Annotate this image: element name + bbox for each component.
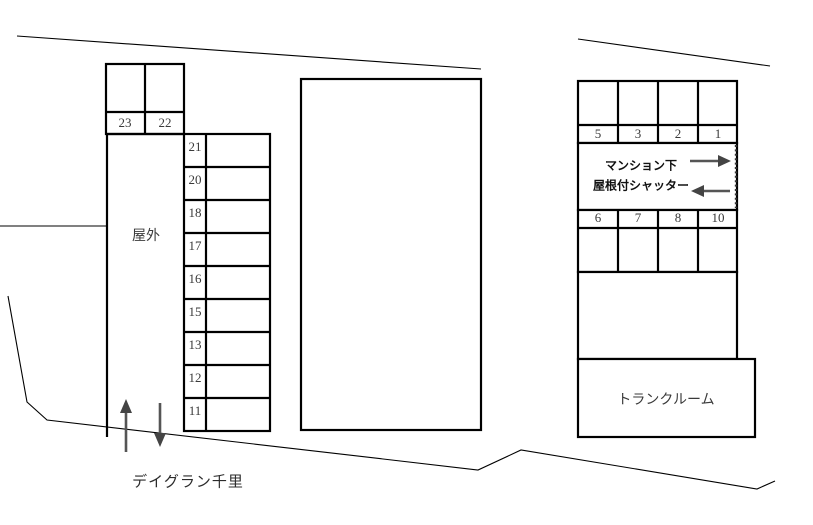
stall-number-23: 23 <box>119 115 132 130</box>
site-name-label: デイグラン千里 <box>132 473 244 491</box>
stall-number-21: 21 <box>189 139 202 154</box>
shutter-label-line1: マンション下 <box>605 159 677 173</box>
stall-number-5: 5 <box>595 126 602 141</box>
covered-shutter-driveway: マンション下 屋根付シャッター <box>576 141 739 212</box>
stall-number-12: 12 <box>189 370 202 385</box>
shutter-label-line2: 屋根付シャッター <box>593 178 689 193</box>
stall-number-3: 3 <box>635 126 642 141</box>
stall-number-11: 11 <box>189 403 202 418</box>
right-bottom-stalls: 6 7 8 10 <box>576 208 739 274</box>
stall-number-20: 20 <box>189 172 202 187</box>
stall-number-16: 16 <box>189 271 203 286</box>
shutter-driveway-outline <box>576 141 739 212</box>
trunk-room-outline <box>576 357 757 439</box>
up-arrow-icon <box>120 399 132 413</box>
right-courtyard-outline <box>576 270 739 361</box>
boundary-left-lower <box>7 295 776 490</box>
entrance-arrows <box>120 399 166 452</box>
right-arrow-icon <box>718 155 731 167</box>
stall-number-1: 1 <box>715 126 722 141</box>
left-stall-column: 21 20 18 17 16 15 13 12 11 <box>182 132 272 433</box>
stall-number-10: 10 <box>712 210 725 225</box>
right-parking-section: 5 3 2 1 マンション下 屋根付シャッター <box>576 79 757 439</box>
stall-number-22: 22 <box>159 115 172 130</box>
stall-number-2: 2 <box>675 126 682 141</box>
left-arrow-icon <box>691 185 704 197</box>
trunk-room: トランクルーム <box>576 357 757 439</box>
right-lower-courtyard <box>576 270 739 361</box>
right-top-stalls: 5 3 2 1 <box>576 79 739 145</box>
left-upper-stalls: 23 22 <box>104 62 186 136</box>
down-arrow-icon <box>154 433 166 447</box>
outdoor-label: 屋外 <box>132 228 160 244</box>
stall-number-8: 8 <box>675 210 682 225</box>
center-building <box>299 77 483 432</box>
stall-number-17: 17 <box>189 238 203 253</box>
stall-number-13: 13 <box>189 337 202 352</box>
boundary-top-right <box>577 38 771 67</box>
boundary-top-left <box>16 35 482 70</box>
outdoor-area: 屋外 <box>105 132 184 437</box>
stall-number-15: 15 <box>189 304 202 319</box>
stall-number-6: 6 <box>595 210 602 225</box>
stall-column-outline <box>182 132 272 433</box>
stall-number-18: 18 <box>189 205 202 220</box>
center-building-outline <box>299 77 483 432</box>
trunk-room-label: トランクルーム <box>617 392 714 408</box>
stall-number-7: 7 <box>635 210 642 225</box>
site-boundary-lines <box>0 35 776 490</box>
left-parking-section: 23 22 屋外 21 20 <box>104 62 272 452</box>
